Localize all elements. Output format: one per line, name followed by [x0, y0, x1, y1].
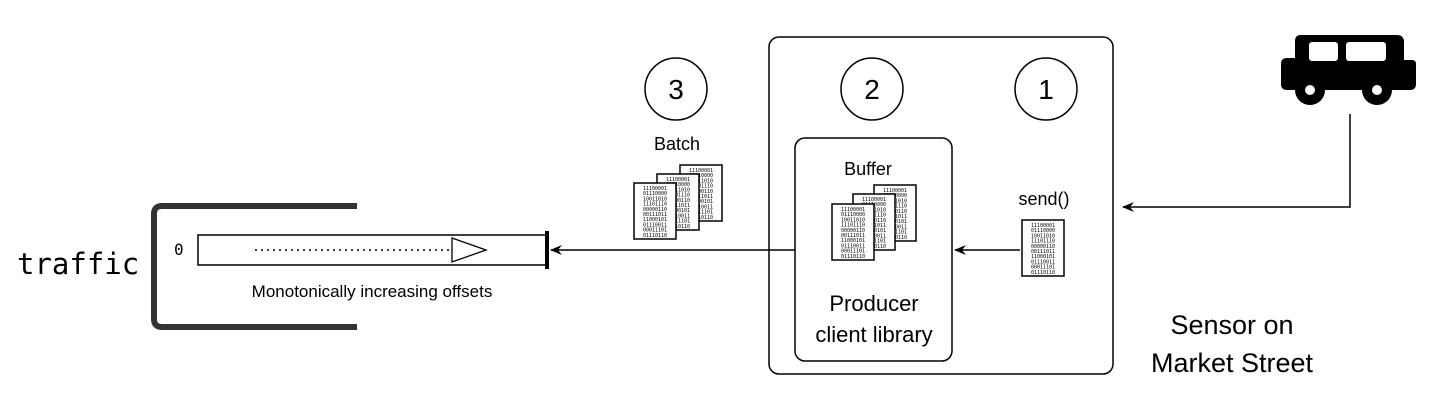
svg-text:01110000: 01110000 — [643, 191, 667, 197]
svg-text:00000110: 00000110 — [1031, 244, 1055, 250]
svg-text:11100001: 11100001 — [1031, 223, 1055, 229]
svg-text:11100001: 11100001 — [666, 177, 690, 183]
svg-text:11000101: 11000101 — [1031, 254, 1055, 260]
svg-text:10011010: 10011010 — [643, 196, 667, 202]
svg-text:10011010: 10011010 — [1031, 233, 1055, 239]
svg-text:00011101: 00011101 — [666, 219, 690, 225]
svg-text:01110011: 01110011 — [841, 243, 865, 249]
svg-text:01110000: 01110000 — [841, 212, 865, 218]
producer-label-line2: client library — [815, 322, 932, 347]
svg-text:00111011: 00111011 — [689, 194, 713, 200]
svg-text:00011101: 00011101 — [1031, 265, 1055, 271]
topic-bracket — [151, 203, 357, 330]
batch-label: Batch — [654, 134, 700, 154]
buffer-label: Buffer — [844, 159, 892, 179]
svg-text:00000110: 00000110 — [689, 189, 713, 195]
svg-text:01110011: 01110011 — [643, 222, 667, 228]
step-number-2: 2 — [864, 74, 880, 105]
svg-text:11101110: 11101110 — [689, 184, 713, 190]
svg-text:11100001: 11100001 — [643, 186, 667, 192]
svg-text:01110000: 01110000 — [1031, 228, 1055, 234]
svg-text:11000101: 11000101 — [689, 199, 713, 205]
step-number-3: 3 — [668, 74, 684, 105]
step-circle-1 — [1014, 57, 1078, 121]
svg-text:11100001: 11100001 — [689, 168, 713, 174]
svg-text:10011010: 10011010 — [666, 187, 690, 193]
binary-document-icon: 1110000101110000100110101110111000000110… — [1021, 219, 1065, 277]
svg-text:00111011: 00111011 — [666, 203, 690, 209]
svg-text:10011010: 10011010 — [689, 178, 713, 184]
binary-document-icon: 1110000101110000100110101110111000000110… — [831, 203, 875, 261]
producer-label-line1: Producer — [829, 291, 918, 316]
record-documents: 1110000101110000100110101110111000000110… — [633, 164, 1065, 277]
svg-text:01110110: 01110110 — [689, 215, 713, 221]
car-to-send-arrow — [1122, 114, 1351, 212]
step-circle-2 — [840, 57, 904, 121]
svg-text:01110110: 01110110 — [841, 254, 865, 260]
svg-text:01110011: 01110011 — [689, 204, 713, 210]
svg-text:11101110: 11101110 — [666, 193, 690, 199]
step-number-1: 1 — [1038, 74, 1054, 105]
svg-text:00011101: 00011101 — [643, 228, 667, 234]
svg-text:11000101: 11000101 — [666, 208, 690, 214]
svg-text:11100001: 11100001 — [883, 188, 907, 194]
svg-text:11101110: 11101110 — [841, 223, 865, 229]
topic-name: traffic — [17, 247, 139, 281]
log-caption: Monotonically increasing offsets — [252, 282, 493, 301]
sensor-label-line2: Market Street — [1151, 348, 1314, 378]
svg-text:01110011: 01110011 — [666, 213, 690, 219]
svg-text:11100001: 11100001 — [841, 207, 865, 213]
svg-text:00011101: 00011101 — [689, 210, 713, 216]
svg-text:01110011: 01110011 — [1031, 259, 1055, 265]
offset-direction-arrow — [451, 237, 488, 263]
svg-text:01110000: 01110000 — [666, 182, 690, 188]
svg-text:01110000: 01110000 — [689, 173, 713, 179]
svg-text:11100001: 11100001 — [862, 197, 886, 203]
step-circle-3 — [644, 57, 708, 121]
sensor-box — [768, 36, 1114, 375]
send-call-label: send() — [1018, 189, 1069, 209]
first-offset: 0 — [174, 240, 184, 259]
svg-text:00000110: 00000110 — [643, 207, 667, 213]
svg-text:11000101: 11000101 — [841, 238, 865, 244]
partition-log — [197, 234, 548, 266]
svg-text:11000101: 11000101 — [643, 217, 667, 223]
svg-text:00000110: 00000110 — [666, 198, 690, 204]
svg-text:11101110: 11101110 — [643, 202, 667, 208]
svg-text:01110110: 01110110 — [666, 224, 690, 230]
svg-text:00111011: 00111011 — [841, 233, 865, 239]
svg-text:00111011: 00111011 — [643, 212, 667, 218]
svg-text:01110110: 01110110 — [643, 233, 667, 239]
svg-text:00000110: 00000110 — [841, 228, 865, 234]
svg-text:00111011: 00111011 — [1031, 249, 1055, 255]
svg-text:01110110: 01110110 — [1031, 270, 1055, 276]
car-icon — [1281, 35, 1416, 105]
svg-text:11101110: 11101110 — [1031, 239, 1055, 245]
svg-text:00011101: 00011101 — [841, 249, 865, 255]
sensor-label-line1: Sensor on — [1170, 310, 1293, 340]
binary-document-icon: 1110000101110000100110101110111000000110… — [633, 182, 677, 240]
svg-text:10011010: 10011010 — [841, 217, 865, 223]
